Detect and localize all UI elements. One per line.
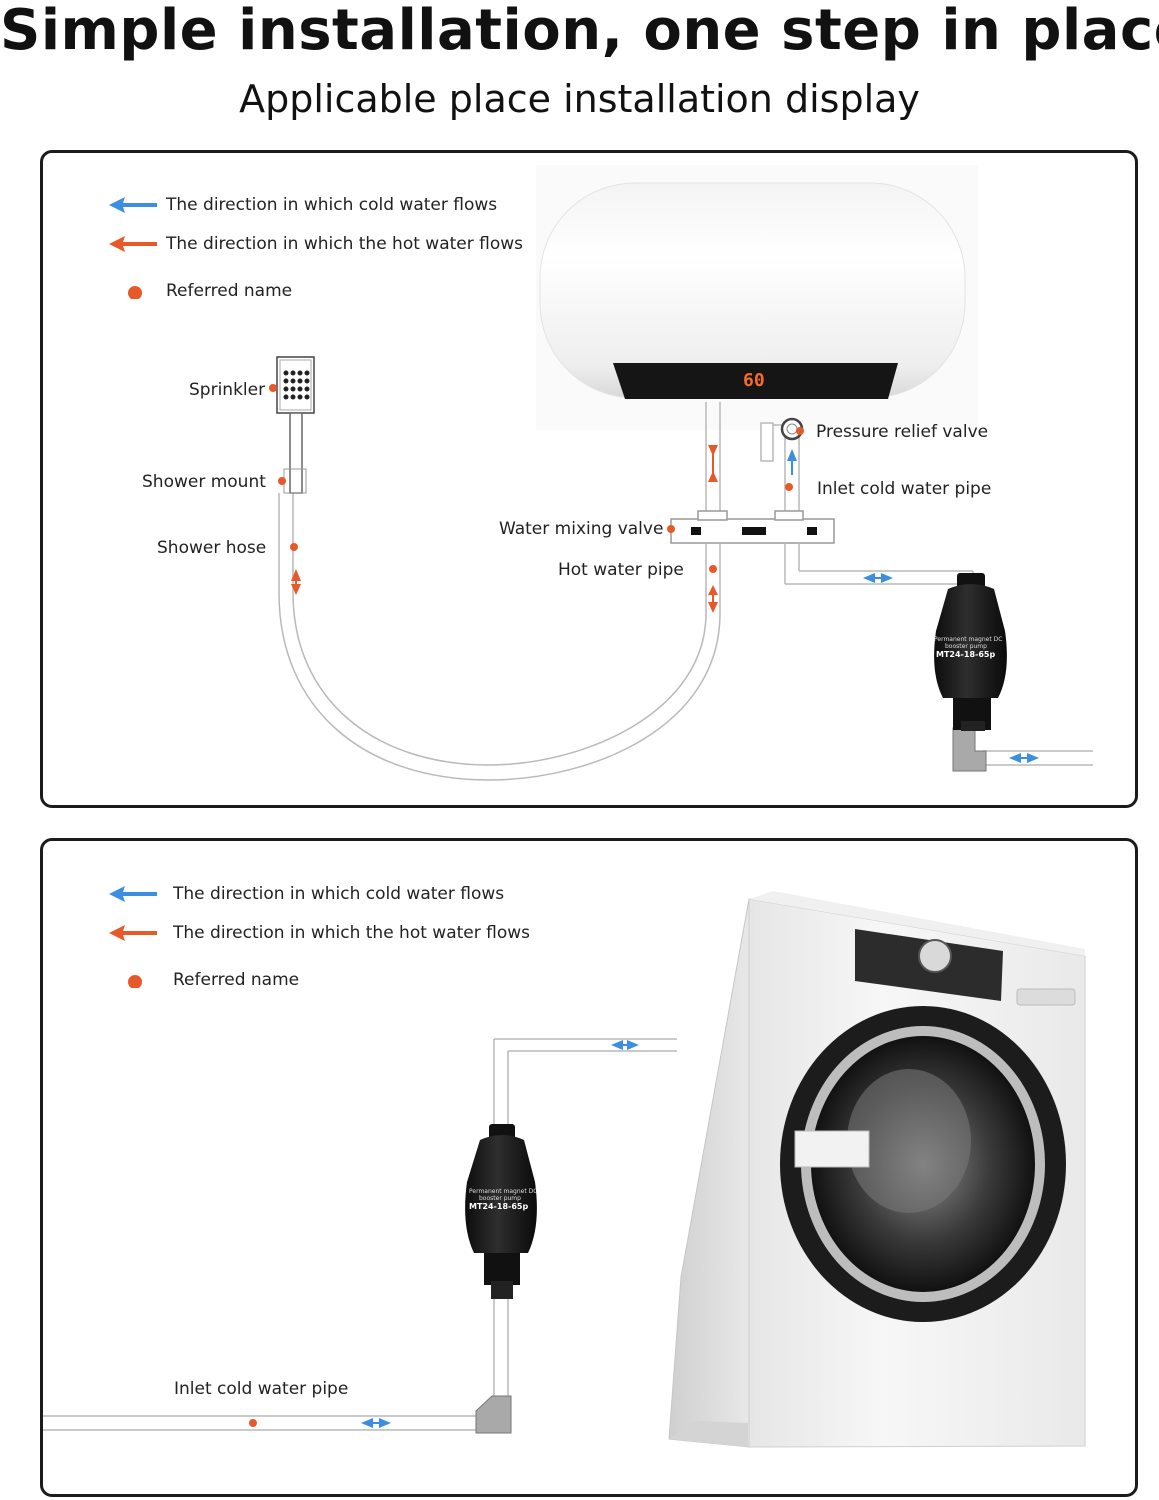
label-water-mixing-valve: Water mixing valve — [499, 519, 664, 539]
name-marker — [249, 1419, 257, 1427]
washing-machine — [668, 891, 1086, 1448]
cold-flow-arrow-inlet — [361, 1418, 391, 1428]
name-markers — [269, 384, 804, 573]
water-heater-diagram — [269, 165, 1093, 781]
label-shower-mount: Shower mount — [142, 472, 266, 492]
hot-water-arrow-icon — [109, 236, 157, 252]
pump-label-line1: Permanent magnet DC — [469, 1188, 538, 1195]
pump-label-line2: booster pump — [945, 643, 987, 650]
sprinkler-head — [276, 356, 315, 494]
booster-pump — [934, 573, 1007, 731]
label-inlet-cold-water-pipe: Inlet cold water pipe — [817, 479, 992, 499]
hot-water-hose — [278, 493, 721, 781]
pipe-elbow — [475, 1395, 512, 1434]
legend-hot-water-text: The direction in which the hot water flo… — [173, 923, 531, 943]
washing-machine-diagram — [43, 891, 1086, 1448]
water-heater — [536, 165, 978, 430]
legend-cold-water-text: The direction in which cold water flows — [166, 195, 498, 215]
cold-water-arrow-icon — [109, 197, 157, 213]
hot-flow-arrow-hose — [291, 569, 301, 595]
label-hot-water-pipe: Hot water pipe — [558, 560, 684, 580]
label-inlet-cold-water-pipe: Inlet cold water pipe — [174, 1379, 349, 1399]
legend-referred-name-text: Referred name — [173, 970, 300, 990]
legend-referred-name: Referred name — [109, 279, 529, 303]
legend-referred-name-text: Referred name — [166, 281, 293, 301]
legend-hot-water: The direction in which the hot water flo… — [109, 921, 549, 945]
cold-water-arrow-icon — [109, 886, 157, 902]
cold-flow-arrow-top — [611, 1040, 639, 1050]
cold-flow-arrow-up — [787, 449, 797, 475]
legend-cold-water: The direction in which cold water flows — [109, 193, 529, 217]
booster-pump — [465, 1124, 537, 1299]
legend-referred-name: Referred name — [109, 968, 549, 992]
cold-flow-arrow-inlet — [1009, 753, 1039, 763]
heater-temperature-display: 60 — [743, 370, 765, 391]
legend-cold-water: The direction in which cold water flows — [109, 882, 549, 906]
water-mixing-valve — [670, 510, 835, 544]
legend-hot-water: The direction in which the hot water flo… — [109, 232, 529, 256]
washer-pipes — [43, 1038, 677, 1431]
label-shower-hose: Shower hose — [157, 538, 267, 558]
washing-machine-installation-panel: Permanent magnet DC booster pump MT24-18… — [40, 838, 1138, 1497]
pressure-relief-valve — [780, 417, 804, 441]
hot-water-arrow-icon — [109, 925, 157, 941]
legend-cold-water-text: The direction in which cold water flows — [173, 884, 505, 904]
cold-water-pipe — [784, 543, 1093, 766]
legend-hot-water-text: The direction in which the hot water flo… — [166, 234, 524, 254]
marker-dot-icon — [128, 975, 142, 988]
water-heater-installation-panel: 60 Permanent magnet DC booster pump MT24… — [40, 150, 1138, 808]
page-subtitle: Applicable place installation display — [239, 77, 920, 121]
pump-model: MT24-18-65p — [936, 650, 996, 659]
hot-flow-arrow-pipe — [708, 585, 718, 613]
washer-dial — [918, 939, 952, 973]
label-sprinkler: Sprinkler — [189, 380, 266, 400]
hot-flow-arrow-heater — [708, 445, 718, 482]
marker-dot-icon — [128, 286, 142, 299]
washer-door-handle — [794, 1130, 870, 1168]
pump-label-line2: booster pump — [479, 1195, 521, 1202]
page-title: Simple installation, one step in place — [0, 0, 1159, 63]
pipe-elbow — [952, 727, 987, 772]
label-pressure-relief-valve: Pressure relief valve — [816, 422, 989, 442]
pump-model: MT24-18-65p — [469, 1202, 529, 1211]
cold-flow-arrow-left — [863, 573, 893, 583]
pump-label-line1: Permanent magnet DC — [934, 636, 1003, 643]
